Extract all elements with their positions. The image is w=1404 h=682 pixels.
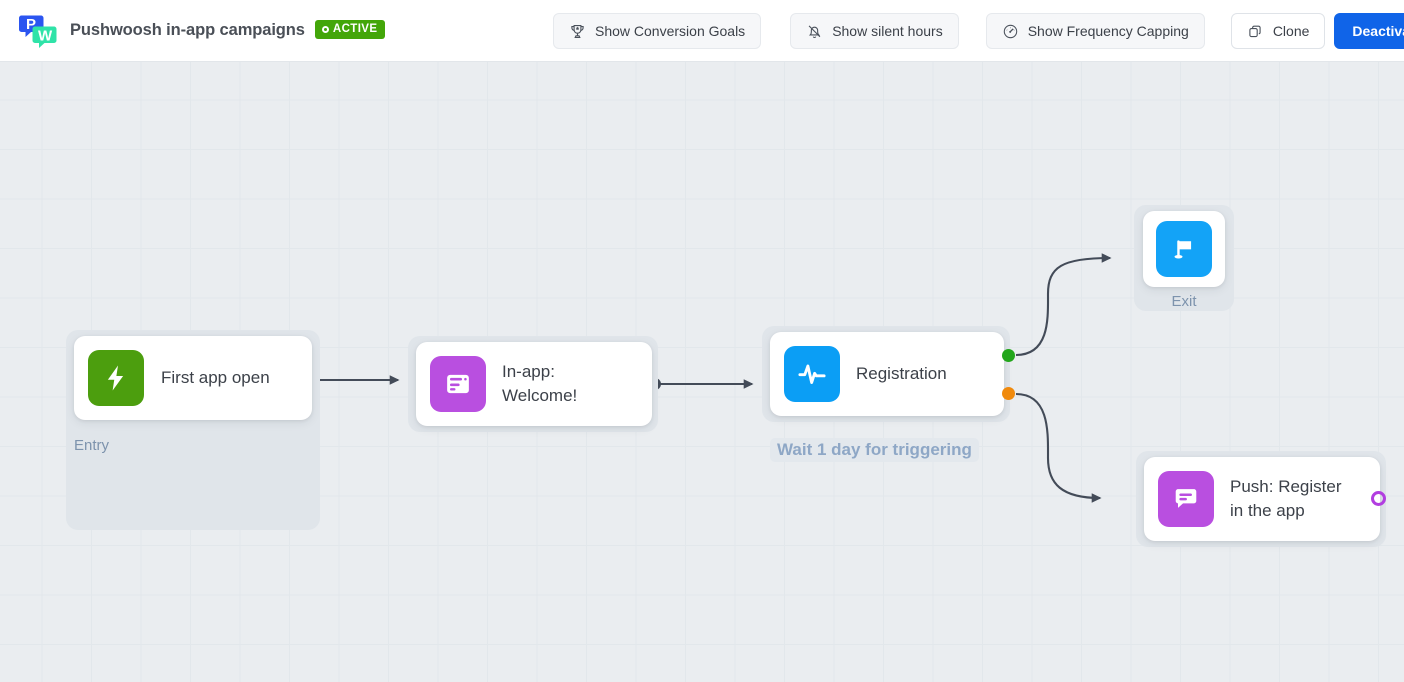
app-header: P W Pushwoosh in-app campaigns ACTIVE: [0, 0, 1404, 62]
node-in-app-welcome-label: In-app: Welcome!: [502, 361, 578, 405]
status-badge: ACTIVE: [314, 20, 386, 39]
registration-wait-caption: Wait 1 day for triggering: [770, 438, 979, 462]
header-toolbar: Show Conversion Goals Show silent hours: [553, 13, 1404, 49]
copy-icon: [1247, 23, 1264, 40]
bell-off-icon: [806, 23, 823, 40]
show-silent-hours-label: Show silent hours: [832, 23, 943, 39]
edge-registration-to-push: [1015, 392, 1102, 503]
show-frequency-capping-label: Show Frequency Capping: [1027, 23, 1189, 39]
clone-button-label: Clone: [1272, 23, 1310, 39]
speedometer-icon: [1002, 23, 1019, 40]
node-registration[interactable]: Registration: [770, 332, 1004, 416]
registration-node-group[interactable]: Registration: [762, 326, 1010, 422]
show-frequency-capping-button[interactable]: Show Frequency Capping: [985, 13, 1205, 49]
edge-inapp-to-registration: [649, 378, 754, 390]
flag-icon: [1156, 221, 1212, 277]
registration-output-port-orange[interactable]: [1002, 387, 1015, 400]
journey-canvas[interactable]: First app open Entry In-app: Welcome!: [0, 62, 1404, 682]
exit-node-group[interactable]: Exit: [1134, 205, 1234, 311]
push-message-icon: [1158, 471, 1214, 527]
entry-node-group[interactable]: First app open Entry: [66, 330, 320, 530]
in-app-message-icon: [430, 356, 486, 412]
edge-registration-to-exit: [1015, 253, 1112, 357]
node-first-app-open-label: First app open: [161, 367, 270, 387]
show-silent-hours-button[interactable]: Show silent hours: [790, 13, 959, 49]
push-output-port[interactable]: [1371, 491, 1386, 506]
node-in-app-welcome[interactable]: In-app: Welcome!: [416, 342, 652, 426]
lightning-bolt-icon: [88, 350, 144, 406]
page-title: Pushwoosh in-app campaigns: [70, 21, 305, 39]
status-dot-icon: [321, 25, 329, 33]
clone-button[interactable]: Clone: [1230, 13, 1326, 49]
show-conversion-goals-label: Show Conversion Goals: [595, 23, 746, 39]
brand-block: P W Pushwoosh in-app campaigns ACTIVE: [0, 11, 386, 51]
node-push-register[interactable]: Push: Register in the app: [1144, 457, 1380, 541]
show-conversion-goals-button[interactable]: Show Conversion Goals: [553, 13, 762, 49]
trophy-icon: [569, 23, 586, 40]
node-first-app-open[interactable]: First app open: [74, 336, 312, 420]
entry-node-caption: Entry: [74, 437, 110, 454]
exit-node-caption: Exit: [1171, 293, 1197, 310]
node-exit[interactable]: [1143, 211, 1225, 287]
pushwoosh-logo: P W: [18, 11, 58, 51]
svg-text:P: P: [26, 16, 36, 33]
push-node-group[interactable]: Push: Register in the app: [1136, 451, 1386, 547]
event-pulse-icon: [784, 346, 840, 402]
node-push-register-label: Push: Register in the app: [1230, 476, 1342, 520]
status-badge-label: ACTIVE: [332, 23, 378, 35]
deactivate-button-label: Deactivate: [1352, 23, 1404, 39]
registration-output-port-green[interactable]: [1002, 349, 1015, 362]
node-registration-label: Registration: [856, 363, 947, 383]
inapp-node-group[interactable]: In-app: Welcome!: [408, 336, 658, 432]
deactivate-button[interactable]: Deactivate: [1334, 13, 1404, 49]
svg-text:W: W: [38, 27, 53, 44]
